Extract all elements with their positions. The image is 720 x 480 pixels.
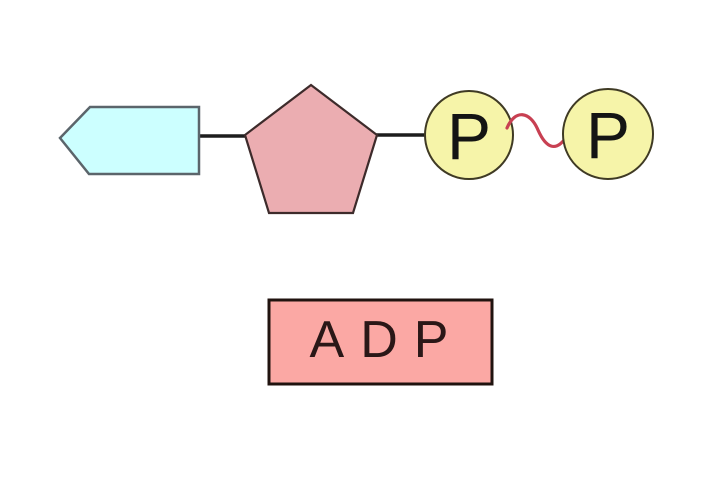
high-energy-bond-squiggle <box>505 113 569 148</box>
phosphate-1-label: P <box>447 99 491 173</box>
phosphate-2-label: P <box>586 98 630 172</box>
ribose-pentagon-shape <box>243 83 379 215</box>
adenine-arrow-shape <box>58 105 201 176</box>
adp-label-box <box>267 298 494 386</box>
adp-label: ADP <box>310 311 465 369</box>
phosphate-circle-2 <box>562 88 654 180</box>
phosphate-circle-1 <box>424 90 514 180</box>
